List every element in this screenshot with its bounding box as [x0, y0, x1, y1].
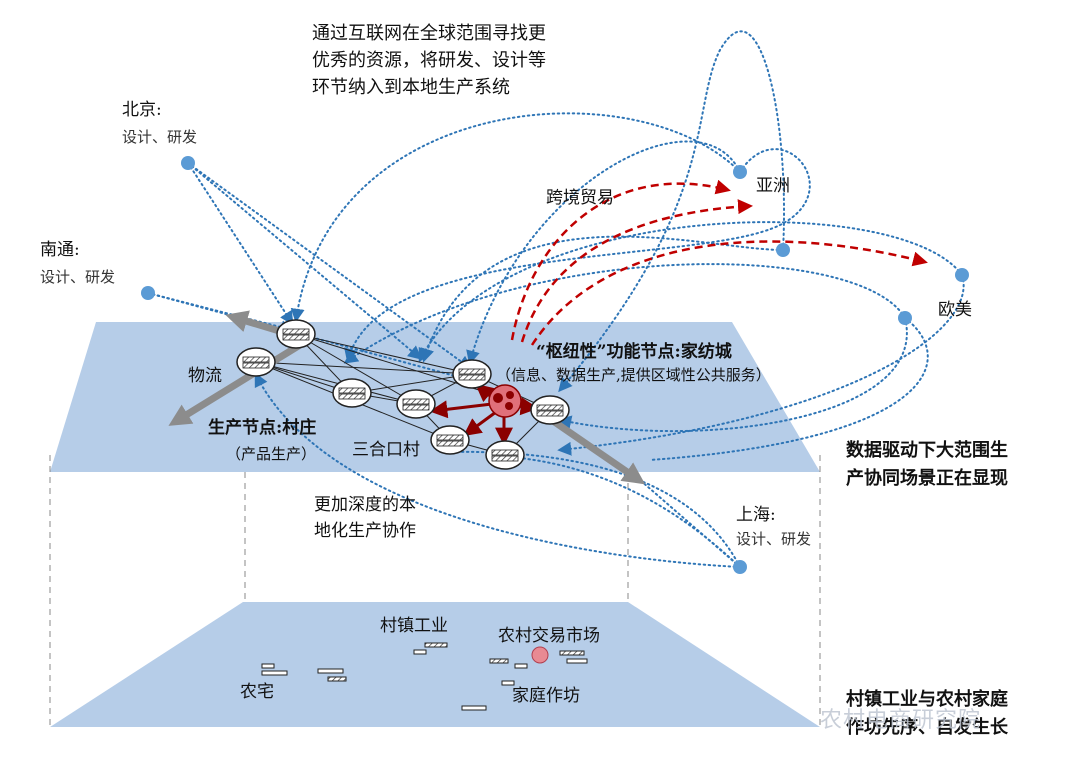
- village-node: [485, 440, 525, 470]
- europe-dot-2: [898, 311, 912, 325]
- asia-label: 亚洲: [756, 176, 790, 196]
- upper-caption: 数据驱动下大范围生 产协同场景正在显现: [846, 440, 1008, 489]
- shanghai-dot: [733, 560, 747, 574]
- nantong-role: 设计、研发: [40, 268, 116, 286]
- small-building: [566, 658, 588, 664]
- village-node: [332, 378, 372, 408]
- village-node: [452, 359, 492, 389]
- lower-caption: 村镇工业与农村家庭 作坊先序、自发生长: [846, 689, 1008, 738]
- production-node-subtitle: （产品生产）: [226, 445, 317, 463]
- hub-title: “枢纽性”功能节点:家纺城: [536, 342, 732, 362]
- village-node: [236, 347, 276, 377]
- asia-dot-2: [776, 243, 790, 257]
- village-node: [430, 425, 470, 455]
- watermark: 农村电商研究院: [820, 708, 982, 733]
- city-dots: [141, 156, 969, 574]
- small-building: [261, 663, 275, 669]
- village-node: [530, 395, 570, 425]
- workshop-label: 家庭作坊: [512, 686, 580, 706]
- hub-node: [488, 384, 522, 418]
- beijing-dot: [181, 156, 195, 170]
- village-node: [276, 319, 316, 349]
- local-note: 更加深度的本 地化生产协作: [314, 495, 416, 541]
- hub-subtitle: （信息、数据生产,提供区域性公共服务）: [496, 366, 771, 384]
- trade-arrows: [510, 179, 928, 346]
- nantong-dot: [141, 286, 155, 300]
- small-building: [261, 670, 288, 676]
- dotted-links: [147, 30, 965, 568]
- logistics-label: 物流: [188, 366, 222, 386]
- hub-arrows: [429, 383, 539, 446]
- homes-label: 农宅: [240, 682, 274, 702]
- lower-plane: [50, 602, 820, 727]
- village-node: [396, 389, 436, 419]
- europe-label: 欧美: [938, 300, 972, 320]
- nantong-name: 南通:: [40, 240, 80, 260]
- village-label: 三合口村: [352, 440, 420, 460]
- beijing-role: 设计、研发: [122, 128, 198, 146]
- asia-dot-1: [733, 165, 747, 179]
- small-building: [514, 663, 528, 669]
- production-node-title: 生产节点:村庄: [208, 418, 317, 438]
- shanghai-name: 上海:: [736, 505, 776, 525]
- small-building: [413, 649, 427, 655]
- small-building: [424, 642, 448, 648]
- market-dot: [531, 646, 549, 664]
- shanghai-role: 设计、研发: [736, 530, 812, 548]
- industry-label: 村镇工业: [380, 616, 448, 636]
- beijing-name: 北京:: [122, 100, 162, 120]
- small-building: [489, 658, 509, 664]
- small-building: [327, 676, 347, 682]
- lower-buildings: [261, 642, 588, 711]
- trade-label: 跨境贸易: [546, 188, 614, 208]
- village-nodes: [236, 319, 570, 470]
- small-building: [501, 680, 515, 686]
- small-building: [461, 705, 487, 711]
- plane-guides: [49, 455, 821, 727]
- small-building: [559, 650, 585, 656]
- europe-dot-1: [955, 268, 969, 282]
- top-note: 通过互联网在全球范围寻找更 优秀的资源，将研发、设计等 环节纳入到本地生产系统: [312, 23, 546, 98]
- market-label: 农村交易市场: [498, 626, 600, 646]
- small-building: [317, 668, 344, 674]
